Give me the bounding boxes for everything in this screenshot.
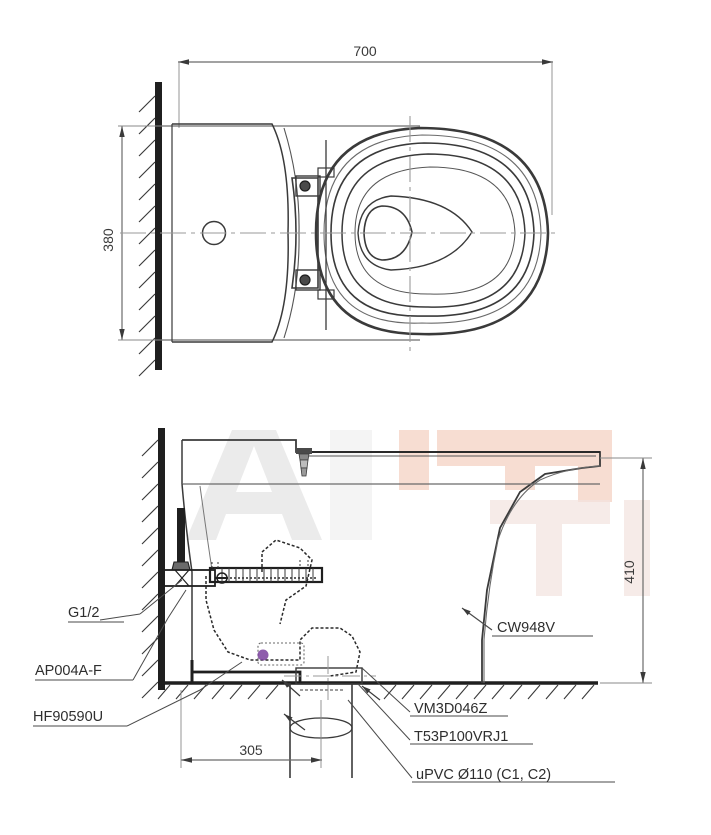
- drain-leader-arrows: [281, 679, 381, 731]
- callout-vm3d046z: VM3D046Z: [361, 667, 508, 717]
- internal-trapway: [205, 539, 361, 677]
- callout-hf90590u: HF90590U: [33, 661, 243, 727]
- dimension-305: 305: [180, 690, 322, 768]
- toilet-side-profile: [181, 439, 601, 683]
- seat-lid-plan: [314, 126, 550, 336]
- dimension-700-label: 700: [353, 43, 377, 59]
- side-view-group: 410 305 G1/2 AP004A-F: [33, 428, 652, 783]
- dimension-410-label: 410: [621, 560, 637, 584]
- hinge-bolt-upper-icon: [299, 180, 311, 192]
- callout-upvc-label: uPVC Ø110 (C1, C2): [416, 767, 551, 783]
- side-view-wall: [141, 428, 165, 699]
- callout-g12-label: G1/2: [68, 605, 99, 621]
- callout-ap004a-f: AP004A-F: [35, 589, 187, 681]
- callout-upvc: uPVC Ø110 (C1, C2): [347, 699, 615, 783]
- callout-g12: G1/2: [68, 579, 183, 623]
- hinge-bolt-lower-icon: [299, 274, 311, 286]
- angle-valve-icon: [158, 569, 228, 587]
- seat-hinge-bracket: [291, 140, 335, 330]
- dimension-410: 410: [600, 457, 652, 684]
- top-view-group: 700 380: [100, 43, 560, 377]
- outlet-indicator: [257, 642, 305, 666]
- top-view-wall: [138, 82, 162, 377]
- top-view-centerlines: [120, 116, 560, 352]
- supply-riser-pipe: [177, 508, 185, 564]
- callout-cw948v: CW948V: [461, 607, 593, 637]
- dimension-380-label: 380: [100, 228, 116, 252]
- floor-line: [157, 681, 598, 700]
- callout-ap004a-f-label: AP004A-F: [35, 663, 102, 679]
- floor-flange: [284, 656, 376, 700]
- watermark-logo: [186, 430, 650, 596]
- flush-button-side: [296, 448, 312, 477]
- callout-hf90590u-label: HF90590U: [33, 709, 103, 725]
- dimension-305-label: 305: [239, 742, 263, 758]
- dimension-700: 700: [178, 43, 553, 215]
- callout-vm3d046z-label: VM3D046Z: [414, 701, 487, 717]
- dimension-380: 380: [100, 125, 200, 341]
- bowl-aperture-plan: [357, 195, 473, 271]
- callout-t53p100vrj1-label: T53P100VRJ1: [414, 729, 508, 745]
- callout-cw948v-label: CW948V: [497, 620, 555, 636]
- accent-dot-icon: [257, 649, 269, 661]
